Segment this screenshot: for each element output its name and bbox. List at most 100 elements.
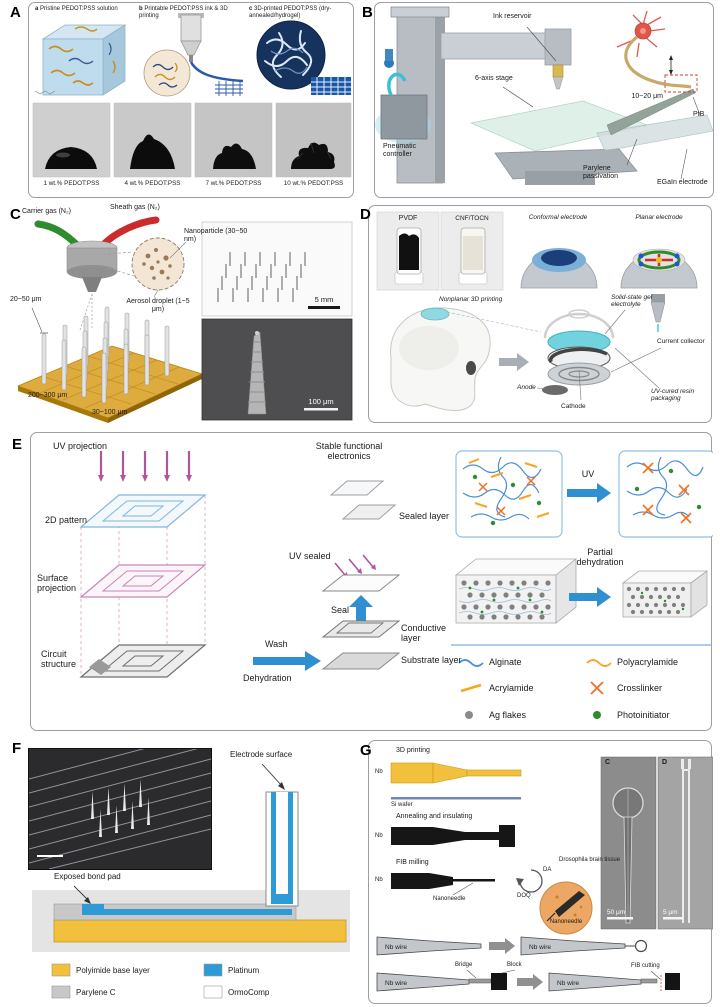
aerosol-droplet-label: Aerosol droplet (1~5 μm) [126, 298, 190, 314]
substrate-layer-label: Substrate layer [401, 655, 462, 665]
panel-e-graphics [79, 450, 713, 719]
crosslinker-icon [590, 681, 604, 695]
circuit-structure-layer [79, 644, 207, 678]
panel-f: F [4, 730, 356, 1006]
substrate-layer-shape [321, 652, 401, 670]
sem-image-c: 50 μm [600, 756, 657, 930]
panel-c: C [4, 202, 356, 426]
legend-polyimide-label: Polyimide base layer [76, 966, 150, 975]
cnf-tocn-label: CNF/TOCN [455, 215, 489, 222]
panel-g-frame: 50 μm 5 μm Nb wire Nb wi [368, 740, 713, 1004]
panel-c-graphics: 5 mm 100 μm [16, 216, 353, 423]
sem-image-d: 5 μm [657, 756, 713, 930]
wash-label: Wash [265, 639, 288, 649]
wire-process-row-1: Nb wire Nb wire [376, 936, 648, 956]
right-arrow [499, 353, 529, 371]
panel-b-tag: B [362, 4, 373, 21]
seal-arrow [349, 595, 373, 623]
electrode-surface-label: Electrode surface [230, 750, 293, 759]
panel-f-graphics [32, 763, 350, 999]
pvdf-vial-photo [376, 211, 440, 291]
scale-100um: 100 μm [308, 397, 333, 406]
nb-label-3: Nb [375, 877, 383, 883]
surface-projection-label: Surface projection [37, 573, 77, 594]
subpanel-b-title-text: Printable PEDOT:PSS ink & 3D printing [139, 6, 228, 19]
sample-photos [32, 102, 352, 178]
exposed-bond-pad-label: Exposed bond pad [54, 872, 121, 881]
neuron-illustration [616, 10, 692, 89]
sealed-layer-label: Sealed layer [399, 511, 450, 521]
panel-f-legend-swatches [51, 963, 223, 999]
si-wafer-label: Si wafer [391, 802, 413, 808]
nb-label-1: Nb [375, 769, 383, 775]
subpanel-a-title: a Pristine PEDOT:PSS solution [35, 6, 135, 13]
block-label: Block [507, 962, 522, 968]
uv-sealed-label: UV sealed [289, 551, 331, 561]
partial-dehydration-label: Partial dehydration [576, 547, 624, 568]
sem-pillar-array: 5 mm [201, 221, 353, 317]
alginate-icon [458, 659, 484, 667]
panel-b: B [358, 0, 716, 200]
six-axis-stage-label: 6-axis stage [475, 75, 513, 82]
nanoneedle-inset-label: Nanoneedle [549, 919, 583, 925]
tissue-inset-circle [539, 881, 593, 935]
scale-50um: 50 μm [607, 909, 625, 916]
pedot-solution-cube [34, 24, 127, 96]
annealing-label: Annealing and insulating [396, 813, 473, 820]
nb-wire-label-2: Nb wire [529, 944, 551, 951]
panel-a: A a Pristine PEDOT:PSS solution b Printa… [4, 0, 356, 200]
pneumatic-controller-label: Pneumatic controller [383, 143, 417, 159]
photoinitiator-icon [593, 711, 601, 719]
uv-projection-label: UV projection [53, 441, 108, 451]
composite-slab-before [454, 558, 578, 624]
sample-caption-2: 4 wt.% PEDOT:PSS [124, 180, 181, 187]
nonplanar-printing-label: Nonplanar 3D printing [439, 296, 503, 303]
ptb-label: PtB [693, 111, 705, 118]
polyacrylamide-icon [586, 659, 612, 667]
sample-caption-4: 10 wt.% PEDOT:PSS [283, 180, 344, 187]
scale-5um: 5 μm [663, 909, 678, 916]
legend-photoinitiator-label: Photoinitiator [617, 710, 670, 720]
pvdf-label: PVDF [398, 215, 418, 222]
legend-swatch-polyimide [51, 963, 71, 977]
uv-projection-arrows [98, 451, 192, 482]
stable-electronics-label: Stable functional electronics [315, 441, 383, 462]
printed-nb-wire [390, 762, 522, 800]
scale-5mm: 5 mm [315, 295, 334, 304]
legend-swatch-platinum [203, 963, 223, 977]
nb-label-2: Nb [375, 833, 383, 839]
panel-d-tag: D [360, 206, 371, 223]
probe-assembly [596, 88, 714, 152]
current-collector-label: Current collector [657, 338, 705, 345]
cathode-label: Cathode [561, 403, 586, 410]
fib-milling-label: FIB milling [396, 859, 429, 866]
panel-b-graphics [375, 6, 714, 185]
pattern-2d-layer [79, 494, 207, 528]
ink-reservoir-label: Ink reservoir [493, 13, 532, 20]
subpanel-c-letter: c [249, 6, 253, 12]
anode-label: Anode [517, 384, 536, 391]
carrier-gas-label: Carrier gas (N₂) [22, 208, 71, 215]
wash-arrow [253, 651, 321, 671]
uv-label: UV [581, 469, 595, 479]
panel-f-sem-inset [28, 730, 212, 870]
ag-flakes-icon [465, 711, 473, 719]
pneumatic-controller-unit [375, 49, 431, 143]
legend-platinum-label: Platinum [228, 966, 260, 975]
hydrogel-box-before [455, 450, 563, 538]
gel-electrolyte-label: Solid-state gel electrolyte [611, 294, 653, 309]
skull-model [390, 307, 542, 411]
aerosol-inset-circle [131, 237, 187, 298]
partial-dehydration-arrow [569, 587, 611, 607]
planar-electrode-dome [620, 248, 698, 289]
panel-a-graphics [32, 13, 352, 178]
brain-tissue-label: Drosophila brain tissue [559, 857, 621, 863]
legend-icons [458, 659, 612, 719]
uv-arrow [567, 483, 611, 503]
nanoparticle-label: Nanoparticle (30~50 nm) [184, 228, 248, 244]
panel-a-tag: A [10, 4, 21, 21]
parylene-passivation-label: Parylene passivation [583, 165, 619, 181]
panel-e-tag: E [12, 436, 23, 453]
subpanel-c-title: c 3D-printed PEDOT:PSS (dry-annealed/hyd… [249, 6, 351, 20]
pillar-width-label: 20~50 μm [10, 296, 42, 303]
